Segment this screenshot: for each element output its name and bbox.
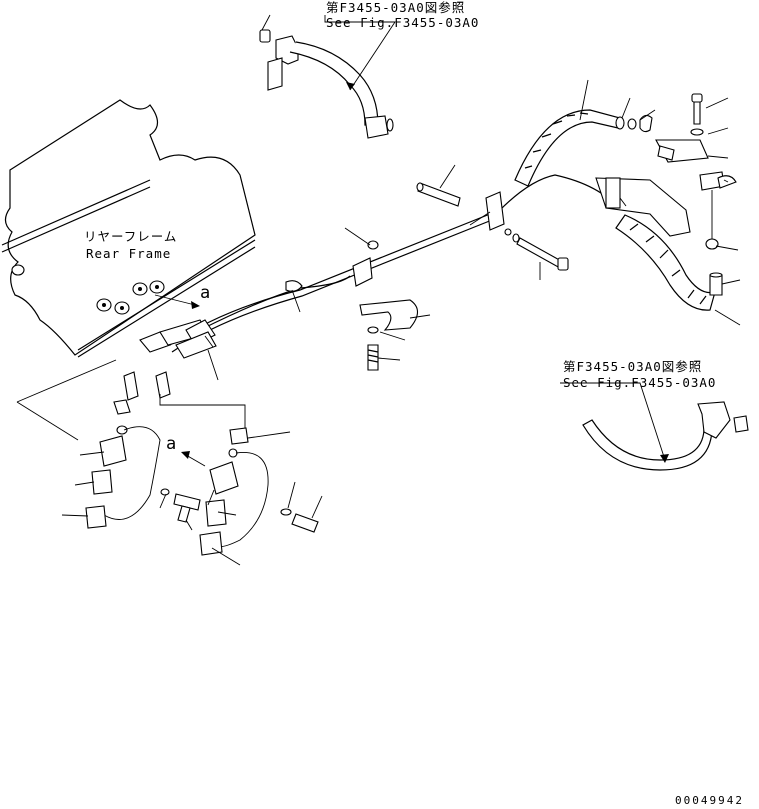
view-marker-a-upper: a bbox=[200, 283, 212, 303]
lower-fittings bbox=[16, 294, 319, 556]
top-pipe-assembly bbox=[259, 15, 396, 139]
top-reference-en: See Fig.F3455-03A0 bbox=[326, 15, 480, 30]
rear-frame-label-en: Rear Frame bbox=[86, 246, 172, 261]
rear-frame bbox=[1, 99, 256, 358]
right-hose-assembly bbox=[514, 93, 737, 311]
view-marker-a-lower: a bbox=[166, 434, 178, 454]
right-reference-en: See Fig.F3455-03A0 bbox=[563, 375, 717, 390]
leader-lines bbox=[61, 14, 741, 566]
drawing-number: 00049942 bbox=[675, 794, 744, 807]
top-reference-jp: 第F3455-03A0図参照 bbox=[326, 0, 466, 15]
rear-frame-label-jp: リヤーフレーム bbox=[84, 229, 178, 244]
right-pipe-reference bbox=[560, 382, 749, 471]
right-reference-jp: 第F3455-03A0図参照 bbox=[563, 359, 703, 374]
main-line bbox=[169, 174, 621, 371]
